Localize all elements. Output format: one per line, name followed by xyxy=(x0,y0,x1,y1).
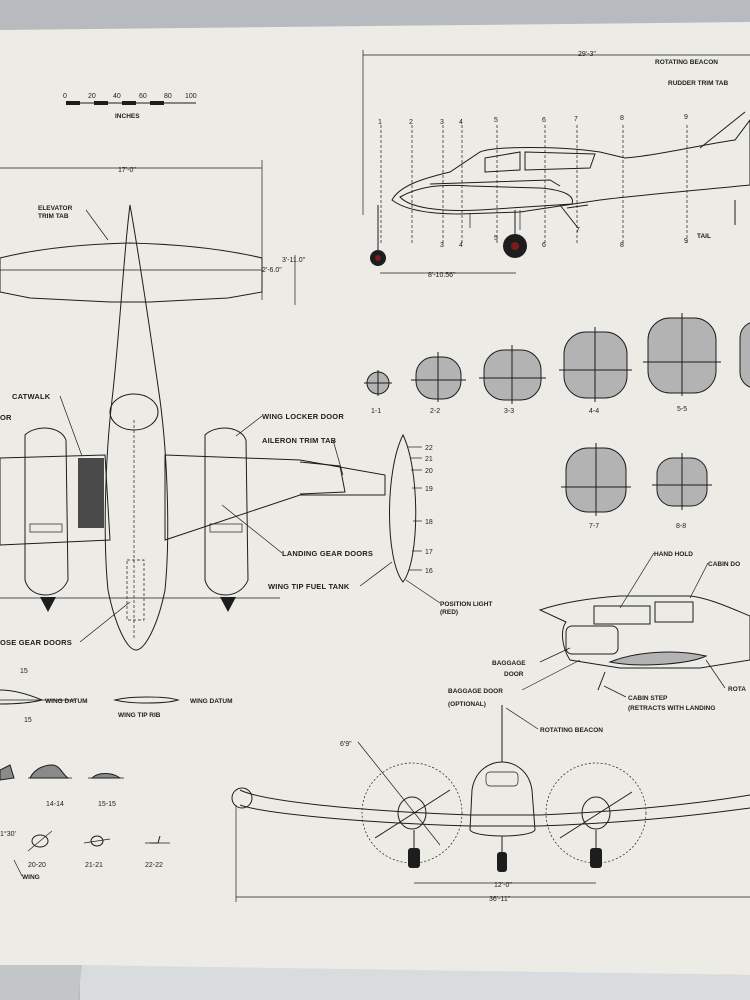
tip-station-18: 18 xyxy=(425,519,433,526)
station-5: 5 xyxy=(494,117,498,124)
side-view: 29'-3" ROTATING BEACON RUDDER TRIM TAB xyxy=(362,50,750,279)
elevator-trim-tab-label: ELEVATOR xyxy=(38,205,73,212)
front-view: ROTATING BEACON 6'9" 12'-0" 36'-11" xyxy=(231,705,750,903)
rota-label: ROTA xyxy=(728,686,746,693)
section-4-4: 4-4 xyxy=(589,408,599,415)
section-3-3: 3-3 xyxy=(504,408,514,415)
stab-chord-a: 3'-11.0" xyxy=(282,257,306,264)
stab-chord-b: 2'-6.0" xyxy=(262,267,282,274)
wing-sections: 15 15 WING DATUM WING DATUM WING TIP RIB… xyxy=(0,668,232,881)
cabin-step-label: CABIN STEP xyxy=(628,695,668,702)
wing-datum-bottom-label: WING xyxy=(22,874,40,881)
optional-label: (OPTIONAL) xyxy=(448,701,486,708)
overall-length: 29'-3" xyxy=(578,51,596,58)
tip-station-20: 20 xyxy=(425,468,433,475)
station-6: 6 xyxy=(542,117,546,124)
hand-hold-label: HAND HOLD xyxy=(654,551,693,558)
station-4-bottom: 4 xyxy=(459,242,463,249)
scale-tick-40: 40 xyxy=(113,93,121,100)
section-22-22: 22-22 xyxy=(145,862,163,869)
section-8-8: 8-8 xyxy=(676,523,686,530)
rotating-beacon-top-label: ROTATING BEACON xyxy=(655,59,718,66)
section-20-20: 20-20 xyxy=(28,862,46,869)
svg-text:DOOR: DOOR xyxy=(504,671,524,678)
section-1-1: 1-1 xyxy=(371,408,381,415)
position-light-color: (RED) xyxy=(440,609,458,616)
station-8: 8 xyxy=(620,115,624,122)
station-8-bottom: 8 xyxy=(620,242,624,249)
section-21-21: 21-21 xyxy=(85,862,103,869)
tip-station-19: 19 xyxy=(425,486,433,493)
wing-span-dim: 36'-11" xyxy=(489,896,511,903)
scale-bar: 0 20 40 60 80 100 INCHES xyxy=(63,93,197,120)
baggage-door-label: BAGGAGE xyxy=(492,660,526,667)
angle-label: 1°30' xyxy=(0,830,16,838)
main-gear-tread-dim: 12'-0" xyxy=(494,882,512,889)
wing-tip-rib-label: WING TIP RIB xyxy=(118,712,161,719)
scale-tick-0: 0 xyxy=(63,93,67,100)
cabin-detail-view: HAND HOLD CABIN DO BAGGAGE DOOR BAGGAGE … xyxy=(448,551,750,712)
paper-sheet xyxy=(0,22,750,975)
section-14-14: 14-14 xyxy=(46,801,64,808)
catwalk-area xyxy=(78,458,104,528)
catwalk-label: CATWALK xyxy=(12,392,51,401)
tip-station-21: 21 xyxy=(425,456,433,463)
wing-datum-right-label: WING DATUM xyxy=(190,698,232,705)
rudder-trim-tab-label: RUDDER TRIM TAB xyxy=(668,80,728,87)
scale-tick-100: 100 xyxy=(185,93,197,100)
lower-sheet xyxy=(80,965,750,1000)
station-1: 1 xyxy=(378,119,382,126)
section-2-2: 2-2 xyxy=(430,408,440,415)
station-9: 9 xyxy=(684,114,688,121)
fuselage-sections: 1-1 2-2 3-3 4-4 5-5 7-7 8-8 xyxy=(364,313,750,530)
tip-station-22: 22 xyxy=(425,445,433,452)
scale-unit: INCHES xyxy=(115,113,140,120)
top-view: 17'-0" ELEVATOR TRIM TAB 3'-11.0" 2'-6.0… xyxy=(0,160,492,651)
station-7-bottom: 7 xyxy=(576,227,580,234)
stab-span-dim: 17'-0" xyxy=(118,167,136,174)
station-3: 3 xyxy=(440,119,444,126)
station-6-bottom: 6 xyxy=(542,242,546,249)
section-5-5: 5-5 xyxy=(677,406,687,413)
station-2: 2 xyxy=(409,119,413,126)
wing-station-15b: 15 xyxy=(24,717,32,724)
station-9-bottom: 9 xyxy=(684,238,688,245)
tail-skid-label: TAIL xyxy=(697,233,711,240)
tip-station-17: 17 xyxy=(425,549,433,556)
rotating-beacon-front-label: ROTATING BEACON xyxy=(540,727,603,734)
svg-text:TRIM TAB: TRIM TAB xyxy=(38,213,69,220)
door-label-partial: OR xyxy=(0,413,12,422)
scale-tick-80: 80 xyxy=(164,93,172,100)
wing-station-15: 15 xyxy=(20,668,28,675)
scale-tick-60: 60 xyxy=(139,93,147,100)
section-15-15: 15-15 xyxy=(98,801,116,808)
tip-station-16: 16 xyxy=(425,568,433,575)
section-7-7: 7-7 xyxy=(589,523,599,530)
cabin-step-note: (RETRACTS WITH LANDING xyxy=(628,705,715,712)
wheelbase-dim: 8'-10.56" xyxy=(428,272,456,279)
landing-gear-doors-label: LANDING GEAR DOORS xyxy=(282,549,373,558)
nose-gear-doors-label: OSE GEAR DOORS xyxy=(0,638,72,647)
station-5-bottom: 5 xyxy=(494,235,498,242)
wing-tip-fuel-tank-label: WING TIP FUEL TANK xyxy=(268,582,350,591)
wing-datum-left-label: WING DATUM xyxy=(45,698,87,705)
prop-diameter-dim: 6'9" xyxy=(340,741,352,748)
position-light-label: POSITION LIGHT xyxy=(440,601,492,608)
aileron-trim-tab-label: AILERON TRIM TAB xyxy=(262,436,337,445)
scale-tick-20: 20 xyxy=(88,93,96,100)
cabin-door-label: CABIN DO xyxy=(708,561,740,568)
station-3-bottom: 3 xyxy=(440,242,444,249)
wing-locker-door-label: WING LOCKER DOOR xyxy=(262,412,344,421)
station-7: 7 xyxy=(574,116,578,123)
baggage-door-optional-label: BAGGAGE DOOR xyxy=(448,688,503,695)
station-4: 4 xyxy=(459,119,463,126)
